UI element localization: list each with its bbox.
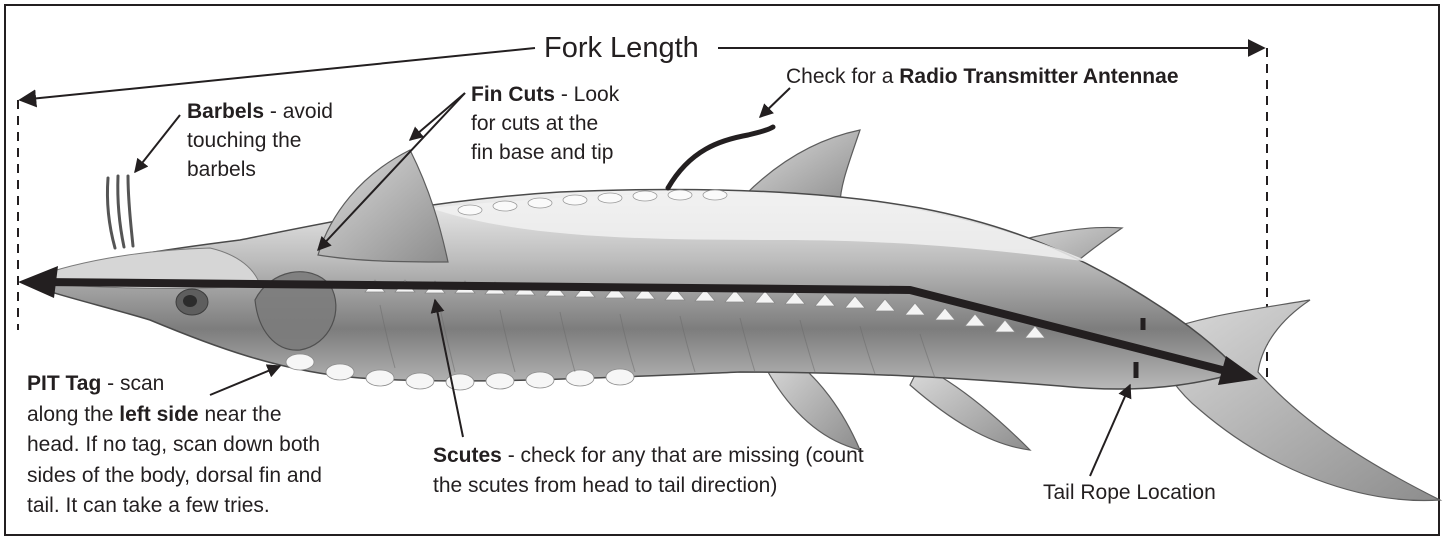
barbels-label-bold: Barbels (187, 100, 264, 123)
pit-tag-label-rest: - scan (101, 372, 164, 395)
tail-rope-label: Tail Rope Location (1043, 478, 1216, 507)
radio-antenna-label-prefix: Check for a (786, 65, 899, 88)
fin-cuts-label-line3: fin base and tip (471, 138, 619, 167)
pit-tag-line2-prefix: along the (27, 403, 119, 426)
fork-length-title: Fork Length (538, 31, 705, 65)
pit-tag-line2-bold: left side (119, 403, 198, 426)
fin-cuts-label: Fin Cuts - Look for cuts at the fin base… (471, 80, 619, 167)
scutes-label: Scutes - check for any that are missing … (433, 441, 864, 501)
fork-length-left-arrow (20, 48, 535, 100)
fin-cuts-label-rest: - Look (555, 83, 619, 106)
fin-cuts-label-line2: for cuts at the (471, 109, 619, 138)
fin-cuts-arrow-tip (410, 93, 465, 140)
barbels-label-line3: barbels (187, 155, 333, 184)
pectoral-fin (318, 150, 448, 262)
scutes-label-line2: the scutes from head to tail direction) (433, 471, 864, 501)
pit-tag-line3: head. If no tag, scan down both (27, 430, 322, 461)
tail-rope-callout-arrow (1090, 385, 1130, 476)
radio-callout-arrow (760, 88, 790, 117)
barbels (107, 176, 133, 248)
fish-eye-pupil (183, 295, 197, 307)
scutes-label-rest: - check for any that are missing (count (502, 444, 864, 467)
pit-tag-line4: sides of the body, dorsal fin and (27, 461, 322, 492)
radio-antenna (668, 127, 773, 188)
radio-antenna-label: Check for a Radio Transmitter Antennae (786, 62, 1179, 91)
radio-antenna-label-bold: Radio Transmitter Antennae (899, 65, 1178, 88)
fin-cuts-label-bold: Fin Cuts (471, 83, 555, 106)
pit-tag-line5: tail. It can take a few tries. (27, 491, 322, 522)
pit-tag-line2-suffix: near the (199, 403, 282, 426)
barbels-label-line2: touching the (187, 126, 333, 155)
scutes-label-bold: Scutes (433, 444, 502, 467)
barbels-callout-arrow (135, 115, 180, 172)
measure-arrow-head-left (18, 266, 58, 298)
barbels-label: Barbels - avoid touching the barbels (187, 97, 333, 184)
barbels-label-rest: - avoid (264, 100, 333, 123)
pit-tag-label-bold: PIT Tag (27, 372, 101, 395)
pit-tag-label: PIT Tag - scan along the left side near … (27, 369, 322, 522)
